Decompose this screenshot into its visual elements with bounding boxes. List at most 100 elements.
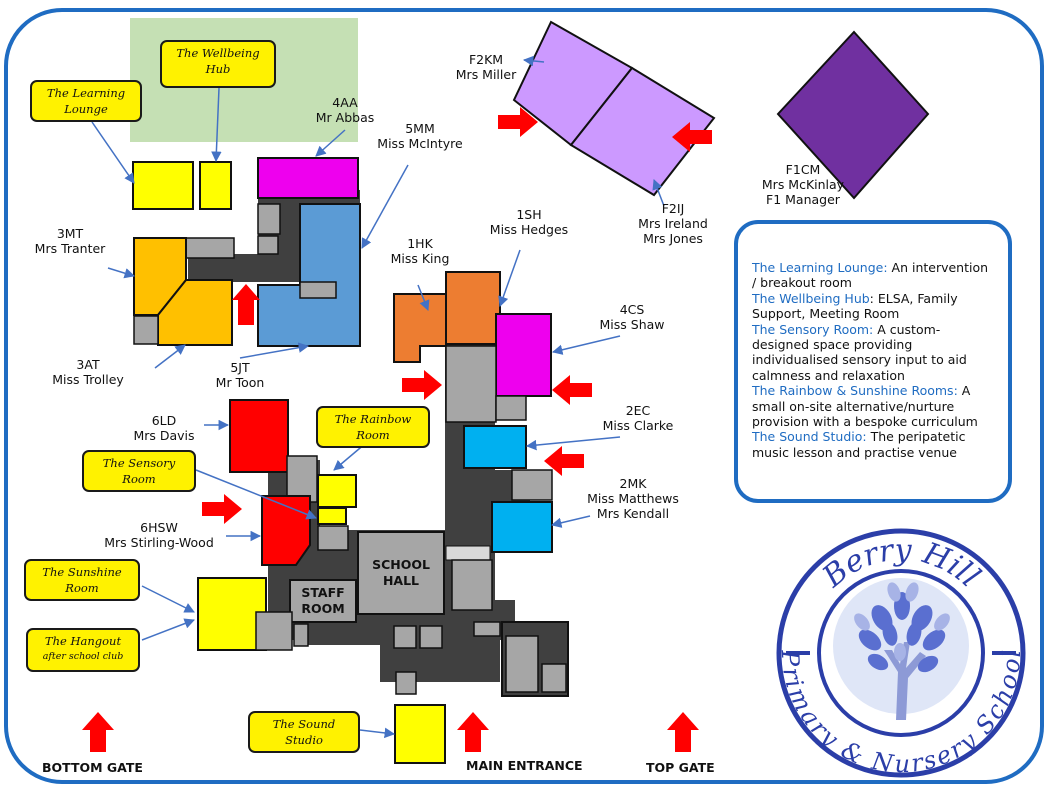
arrow-4cs — [552, 375, 592, 405]
classroom-6hsw — [261, 495, 311, 566]
label-3mt-teacher: Mrs Tranter — [34, 241, 106, 256]
rainbow-room — [317, 474, 357, 508]
arrow-5jt — [232, 284, 260, 325]
label-4aa: 4AA Mr Abbas — [300, 95, 390, 125]
store-sensory — [317, 525, 349, 551]
label-f2ij-code: F2IJ — [661, 201, 685, 216]
label-3at-teacher: Miss Trolley — [52, 372, 124, 387]
label-4aa-teacher: Mr Abbas — [315, 110, 375, 125]
legend-term: The Wellbeing Hub — [752, 290, 870, 306]
classroom-1hk — [393, 293, 447, 363]
tag-sound-studio[interactable]: The Sound Studio — [248, 711, 360, 753]
label-1sh: 1SH Miss Hedges — [480, 207, 578, 237]
label-1sh-code: 1SH — [516, 207, 542, 222]
label-f1cm: F1CM Mrs McKinlay F1 Manager — [748, 162, 858, 207]
label-5jt: 5JT Mr Toon — [200, 360, 280, 390]
store-4cs — [495, 395, 527, 421]
label-4cs-code: 4CS — [619, 302, 645, 317]
tag-rainbow-room-line1: The Rainbow — [334, 412, 412, 426]
tree-icon — [833, 578, 969, 720]
store-5mm — [299, 281, 337, 299]
tag-learning-lounge[interactable]: The Learning Lounge — [30, 80, 142, 122]
label-6ld: 6LD Mrs Davis — [122, 413, 206, 443]
label-f2ij-teacher: Mrs Ireland — [638, 216, 708, 231]
tag-wellbeing-hub[interactable]: The Wellbeing Hub — [160, 40, 276, 88]
tag-hangout[interactable]: The Hangout after school club — [26, 628, 140, 672]
label-6hsw-code: 6HSW — [140, 520, 178, 535]
school-hall-label-line1: SCHOOL — [372, 557, 430, 572]
label-2mk-code: 2MK — [619, 476, 647, 491]
tag-wellbeing-hub-line1: The Wellbeing — [176, 46, 260, 60]
tag-sound-studio-line1: The Sound — [272, 717, 336, 731]
legend-item: The Rainbow & Sunshine Rooms: A small on… — [752, 383, 996, 429]
kitchen — [451, 559, 493, 611]
store-hall-3 — [395, 671, 417, 695]
label-2ec-code: 2EC — [625, 403, 651, 418]
tag-sound-studio-line2: Studio — [285, 733, 323, 747]
store-hall-2 — [419, 625, 443, 649]
store-b — [257, 235, 279, 255]
label-5jt-teacher: Mr Toon — [215, 375, 265, 390]
wellbeing-hub-room — [199, 161, 232, 210]
label-5mm-teacher: Miss McIntyre — [377, 136, 463, 151]
legend-term: The Learning Lounge: — [752, 260, 888, 275]
tag-sunshine-room[interactable]: The Sunshine Room — [24, 559, 140, 601]
staff-room-label: STAFF ROOM — [290, 585, 356, 617]
label-4cs-teacher: Miss Shaw — [599, 317, 665, 332]
label-4aa-code: 4AA — [332, 95, 358, 110]
tag-learning-lounge-line1: The Learning — [46, 86, 126, 100]
label-f1cm-code: F1CM — [785, 162, 821, 177]
label-2mk-teacher: Miss Matthews — [587, 491, 679, 506]
label-6hsw-teacher: Mrs Stirling-Wood — [104, 535, 214, 550]
tag-sensory-room[interactable]: The Sensory Room — [82, 450, 196, 492]
legend-desc: : ELSA, Family Support, Meeting Room — [752, 290, 958, 322]
label-f2ij-teacher2: Mrs Jones — [643, 231, 703, 246]
label-5mm-code: 5MM — [405, 121, 435, 136]
legend-term: The Sound Studio: — [752, 429, 867, 445]
classroom-2mk — [491, 501, 553, 553]
sensory-room — [317, 507, 347, 525]
staff-room-label-line2: ROOM — [301, 601, 345, 616]
legend-box: The Learning Lounge: An intervention / b… — [734, 220, 1012, 503]
arrow-f2ij — [672, 122, 712, 152]
sound-studio-room — [394, 704, 446, 764]
store-a — [257, 203, 281, 235]
label-1sh-teacher: Miss Hedges — [489, 222, 569, 237]
arrow-top-gate — [667, 712, 699, 752]
map-frame — [4, 8, 1044, 784]
classroom-4cs — [495, 313, 552, 397]
tag-rainbow-room[interactable]: The Rainbow Room — [316, 406, 430, 448]
label-f2km: F2KM Mrs Miller — [446, 52, 526, 82]
classroom-3at — [157, 279, 233, 346]
tag-learning-lounge-line2: Lounge — [64, 102, 108, 116]
label-4cs: 4CS Miss Shaw — [590, 302, 674, 332]
label-5mm: 5MM Miss McIntyre — [365, 121, 475, 151]
store-2ec — [511, 469, 553, 501]
store-sunshine — [255, 611, 293, 651]
legend-desc: An intervention / breakout room — [752, 260, 989, 291]
legend-term: The Sensory Room: — [752, 321, 874, 337]
label-1hk: 1HK Miss King — [378, 236, 462, 266]
legend-term: The Rainbow & Sunshine Rooms: — [752, 383, 958, 399]
arrow-2ec — [544, 446, 584, 476]
tag-hangout-line1: The Hangout — [44, 634, 122, 648]
top-gate-label: TOP GATE — [646, 760, 715, 775]
school-hall-label-line2: HALL — [382, 573, 420, 588]
label-3mt: 3MT Mrs Tranter — [20, 226, 120, 256]
tag-hangout-line2: after school club — [42, 651, 124, 662]
store-3at — [133, 315, 159, 345]
learning-lounge-room — [132, 161, 194, 210]
legend-item: The Learning Lounge: An intervention / b… — [752, 260, 996, 291]
label-5jt-code: 5JT — [230, 360, 250, 375]
label-f2ij: F2IJ Mrs Ireland Mrs Jones — [628, 201, 718, 246]
legend-item: The Sound Studio: The peripatetic music … — [752, 429, 996, 460]
label-2mk-teacher2: Mrs Kendall — [596, 506, 670, 521]
tag-sunshine-room-line2: Room — [65, 581, 99, 595]
arrow-6hsw — [202, 494, 242, 524]
label-3mt-code: 3MT — [56, 226, 84, 241]
store-1sh — [445, 345, 497, 423]
legend-item: The Wellbeing Hub: ELSA, Family Support,… — [752, 291, 996, 322]
block-bottom-right-b — [541, 663, 567, 693]
tag-rainbow-room-line2: Room — [356, 428, 390, 442]
